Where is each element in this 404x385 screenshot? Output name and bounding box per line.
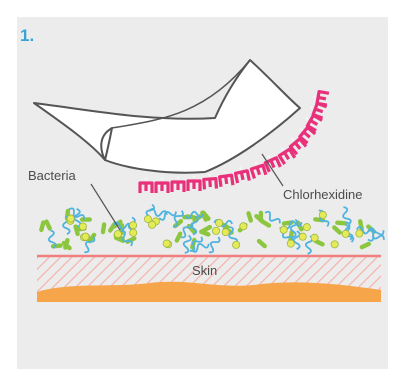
bacteria-rod xyxy=(331,224,343,235)
svg-text:+: + xyxy=(223,170,228,176)
bacteria-coccus xyxy=(342,230,349,237)
bacteria-coccus xyxy=(240,223,247,230)
bacteria-label: Bacteria xyxy=(28,168,76,183)
chlorhexidine-molecule: + xyxy=(203,173,216,190)
svg-text:+: + xyxy=(192,175,196,181)
bacteria-coccus xyxy=(67,215,74,222)
bacteria-coccus xyxy=(148,221,155,228)
bacteria-coccus xyxy=(130,229,137,236)
bacteria-strand xyxy=(170,209,184,228)
svg-text:+: + xyxy=(160,177,164,183)
bacteria-rod xyxy=(246,211,254,224)
bacteria-coccus xyxy=(216,219,223,226)
chlorhexidine-label: Chlorhexidine xyxy=(283,187,363,202)
chlorhexidine-molecule: + xyxy=(188,175,200,191)
svg-text:+: + xyxy=(144,177,148,183)
bacteria-rod xyxy=(100,222,106,235)
bacteria-rod xyxy=(80,217,92,221)
svg-text:+: + xyxy=(254,161,260,168)
bacteria-coccus xyxy=(331,241,338,248)
bacteria-rod xyxy=(256,238,268,249)
bacteria-coccus xyxy=(280,226,287,233)
chlorhexidine-molecule: + xyxy=(234,165,249,183)
bacteria-coccus xyxy=(319,211,326,218)
bacteria-coccus xyxy=(299,233,306,240)
bacteria-coccus xyxy=(303,224,310,231)
bacteria-coccus xyxy=(82,233,89,240)
svg-text:+: + xyxy=(208,173,212,179)
bacteria-coccus xyxy=(222,229,229,236)
chlorhexidine-molecule: + xyxy=(156,177,168,193)
chlorhexidine-molecule: + xyxy=(140,177,152,193)
svg-text:+: + xyxy=(176,176,180,182)
bacteria-coccus xyxy=(356,230,363,237)
bacteria-coccus xyxy=(212,227,219,234)
bacteria-coccus xyxy=(79,223,86,230)
bacteria-coccus xyxy=(163,240,170,247)
bacteria-coccus xyxy=(287,240,294,247)
skin-label: Skin xyxy=(192,263,217,278)
bacteria-rod xyxy=(335,220,347,225)
bacteria-coccus xyxy=(233,241,240,248)
bacteria-rod xyxy=(124,235,137,244)
chlorhexidine-molecule: + xyxy=(250,160,266,179)
chlorhexidine-molecule: + xyxy=(311,91,329,106)
bacteria-rod xyxy=(39,220,46,233)
bacteria-coccus xyxy=(311,234,318,241)
bacteria-rod xyxy=(359,241,372,250)
dressing-pad xyxy=(34,60,300,173)
chlorhexidine-molecule: + xyxy=(219,169,233,187)
bacteria-coccus xyxy=(130,222,137,229)
svg-text:+: + xyxy=(238,166,243,173)
bacteria-rod xyxy=(51,243,63,249)
bacteria-coccus xyxy=(114,230,121,237)
chlorhexidine-molecule: + xyxy=(172,176,184,192)
bacteria-layer xyxy=(39,204,386,255)
